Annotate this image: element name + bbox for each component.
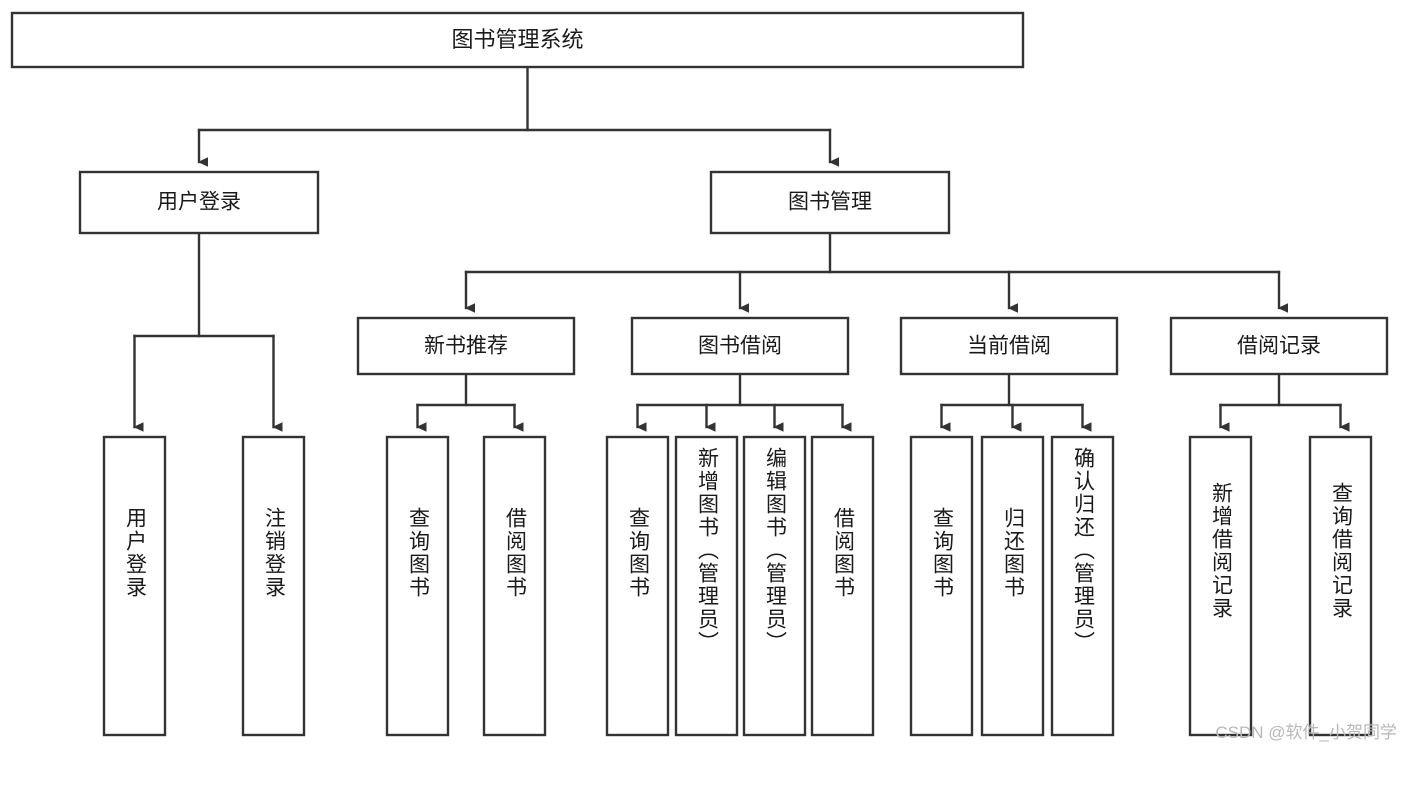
leaf-box-query-book-rec[interactable] — [385, 435, 450, 737]
node-new-book-recommend-label: 新书推荐 — [424, 335, 508, 358]
leaf-box-add-borrow-record[interactable] — [1188, 435, 1253, 737]
node-book-management-box[interactable] — [709, 170, 951, 235]
node-book-management-label: 图书管理 — [788, 191, 872, 214]
node-user-login-label: 用户登录 — [157, 191, 241, 214]
leaf-box-group — [102, 435, 1373, 737]
leaf-box-query-borrow-record[interactable] — [1308, 435, 1373, 737]
node-book-borrow-box[interactable] — [630, 316, 850, 376]
tree-diagram-svg: 图书管理系统 用户登录 图书管理 新书推荐 图书借阅 当前借阅 借阅记录 — [10, 11, 1389, 737]
node-borrow-record[interactable]: 借阅记录 — [1169, 316, 1389, 376]
node-current-borrow[interactable]: 当前借阅 — [899, 316, 1119, 376]
node-user-login[interactable]: 用户登录 — [78, 170, 320, 235]
node-current-borrow-label: 当前借阅 — [967, 335, 1051, 358]
leaf-box-query-book-current[interactable] — [909, 435, 974, 737]
node-borrow-record-box[interactable] — [1169, 316, 1389, 376]
leaf-box-add-book-admin[interactable] — [674, 435, 739, 737]
node-book-borrow-label: 图书借阅 — [698, 335, 782, 358]
leaf-box-confirm-return-admin[interactable] — [1050, 435, 1115, 737]
leaf-box-borrow-book[interactable] — [810, 435, 875, 737]
leaf-box-logout[interactable] — [241, 435, 306, 737]
node-root-box[interactable] — [10, 11, 1025, 69]
leaf-box-query-book-borrow[interactable] — [605, 435, 670, 737]
connector-group — [133, 65, 1350, 432]
node-root[interactable]: 图书管理系统 — [10, 11, 1025, 69]
node-borrow-record-label: 借阅记录 — [1237, 335, 1321, 358]
leaf-box-return-book[interactable] — [980, 435, 1045, 737]
node-new-book-recommend-box[interactable] — [356, 316, 576, 376]
leaf-box-edit-book-admin[interactable] — [742, 435, 807, 737]
diagram-canvas: 图书管理系统 用户登录 图书管理 新书推荐 图书借阅 当前借阅 借阅记录 — [10, 11, 1397, 742]
node-book-borrow[interactable]: 图书借阅 — [630, 316, 850, 376]
leaf-box-borrow-book-rec[interactable] — [482, 435, 547, 737]
leaf-box-user-login[interactable] — [102, 435, 167, 737]
node-root-label: 图书管理系统 — [451, 27, 583, 52]
node-new-book-recommend[interactable]: 新书推荐 — [356, 316, 576, 376]
node-book-management[interactable]: 图书管理 — [709, 170, 951, 235]
node-current-borrow-box[interactable] — [899, 316, 1119, 376]
node-user-login-box[interactable] — [78, 170, 320, 235]
